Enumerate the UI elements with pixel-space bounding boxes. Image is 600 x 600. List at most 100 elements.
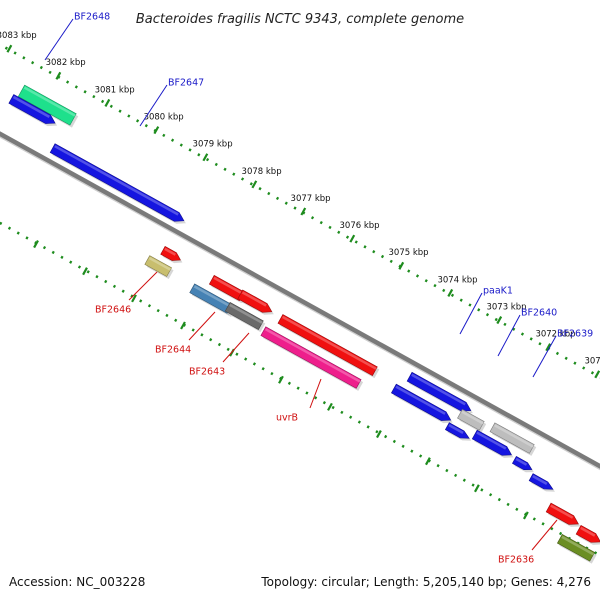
kbp-tick-mark [425, 457, 431, 466]
gene-label-bf2647[interactable]: BF2647 [168, 78, 204, 89]
gene-label-leader [459, 292, 483, 335]
kbp-tick-label: 3075 kbp [389, 248, 429, 258]
gene-highlight [12, 95, 50, 118]
kbp-tick-label: 3071 kbp [584, 357, 600, 367]
gene-label-bf2640[interactable]: BF2640 [521, 308, 557, 319]
accession-text: Accession: NC_003228 [9, 575, 146, 589]
gene-label-bf2644[interactable]: BF2644 [155, 345, 191, 356]
gene-highlight [550, 504, 574, 519]
gene-labels: BF2648BF2647BF2646BF2644BF2643uvrBpaaK1B… [44, 12, 593, 566]
gene-label-bf2646[interactable]: BF2646 [95, 305, 131, 316]
olive-gene[interactable] [556, 534, 597, 564]
gene-highlight [213, 276, 244, 295]
genome-summary-text: Topology: circular; Length: 5,205,140 bp… [261, 575, 591, 589]
gene-highlight [561, 535, 595, 556]
kbp-tick-mark [327, 402, 333, 411]
gene-highlight [164, 247, 176, 256]
kbp-tick-label: 3083 kbp [0, 31, 37, 41]
gene-highlight [461, 410, 484, 425]
kbp-tick-label: 3082 kbp [46, 58, 86, 68]
kbp-tick-mark [251, 180, 258, 189]
kbp-tick-label: 3073 kbp [486, 302, 526, 312]
kbp-tick-mark [376, 430, 382, 439]
kbp-tick-mark [349, 234, 356, 243]
blue-gene[interactable] [528, 473, 555, 492]
gene-label-bf2648[interactable]: BF2648 [74, 12, 110, 23]
kbp-tick-mark [6, 44, 13, 53]
gene-label-leader [139, 84, 168, 127]
upper-dotted-line [0, 43, 600, 379]
gene-highlight [580, 526, 596, 537]
kbp-tick-label: 3077 kbp [291, 194, 331, 204]
gene-highlight [282, 315, 377, 370]
blue-gene-paaK1[interactable] [406, 371, 473, 414]
kbp-tick-mark [496, 316, 503, 325]
gene-label-uvrb[interactable]: uvrB [276, 413, 298, 424]
red-gene[interactable] [545, 502, 581, 527]
steel-gene[interactable] [189, 283, 236, 317]
gene-label-bf2639[interactable]: BF2639 [557, 329, 593, 340]
darkgray-gene[interactable] [224, 302, 266, 333]
gene-highlight [515, 457, 528, 466]
gene-label-leader [128, 271, 158, 301]
gene-label-leader [44, 18, 74, 61]
gene-label-leader [531, 519, 558, 551]
red-gene[interactable] [160, 245, 183, 264]
blue-gene[interactable] [512, 456, 534, 473]
gene-highlight [241, 291, 267, 307]
red-gene[interactable] [237, 289, 274, 315]
gene-highlight [148, 256, 172, 271]
gene-body [457, 408, 485, 431]
gene-label-bf2636[interactable]: BF2636 [498, 555, 534, 566]
kbp-tick-mark [300, 207, 307, 216]
gene-highlight [395, 385, 446, 415]
gene-highlight [476, 431, 507, 450]
lower-dotted-line [0, 221, 600, 557]
blue-gene[interactable] [8, 94, 58, 127]
gene-body [277, 314, 378, 376]
gene-label-leader [222, 332, 250, 363]
gene-highlight [193, 285, 234, 309]
kbp-tick-label: 3079 kbp [193, 140, 233, 150]
khaki-gene[interactable] [144, 255, 174, 279]
kbp-tick-mark [202, 153, 209, 162]
gene-label-leader [532, 335, 557, 378]
gene-highlight [448, 424, 464, 434]
gene-highlight [532, 475, 548, 485]
gene-body [575, 524, 600, 543]
red-gene-uvrB[interactable] [277, 314, 380, 379]
kbp-tick-label: 3080 kbp [144, 112, 184, 122]
map-title: Bacteroides fragilis NCTC 9343, complete… [136, 12, 464, 27]
kbp-tick-label: 3081 kbp [95, 85, 135, 95]
blue-gene[interactable] [444, 422, 472, 441]
blue-gene[interactable] [471, 429, 514, 458]
kbp-tick-mark [104, 98, 111, 107]
teal-gene[interactable] [17, 84, 79, 128]
kbp-tick-mark [594, 370, 600, 379]
gene-body [144, 255, 172, 277]
kbp-tick-label: 3074 kbp [437, 275, 477, 285]
sequence-backbone [0, 131, 600, 471]
gene-highlight [23, 86, 76, 117]
gene-features [8, 84, 600, 564]
pink-gene-uvrB[interactable] [260, 326, 364, 391]
gene-highlight [264, 328, 361, 383]
gene-label-leader [497, 314, 521, 357]
gray-gene[interactable] [457, 408, 487, 433]
gene-highlight [229, 303, 263, 324]
gene-label-bf2643[interactable]: BF2643 [189, 367, 225, 378]
gene-label-leader [309, 378, 322, 409]
kbp-tick-label: 3076 kbp [340, 221, 380, 231]
kbp-tick-mark [545, 343, 552, 352]
blue-gene-long[interactable] [49, 143, 186, 224]
gene-body [489, 422, 535, 454]
gene-label-paak1[interactable]: paaK1 [483, 286, 513, 297]
gene-body [160, 245, 181, 261]
red-gene[interactable] [575, 524, 600, 545]
blue-gene[interactable] [391, 383, 453, 424]
gene-body [556, 534, 596, 562]
gray-gene[interactable] [489, 422, 537, 456]
gene-highlight [494, 424, 534, 448]
gene-highlight [54, 145, 179, 216]
